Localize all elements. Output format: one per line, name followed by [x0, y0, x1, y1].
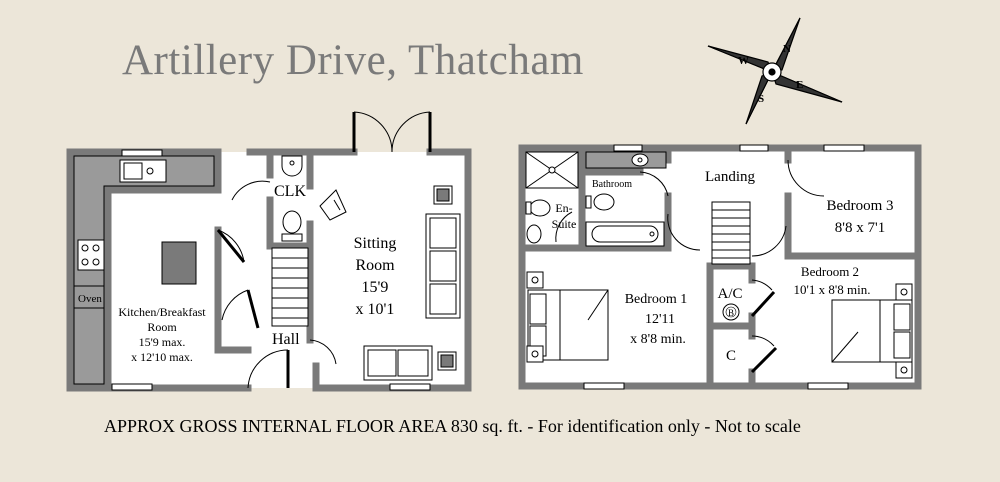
kitchen-name-line2: Room	[147, 320, 177, 334]
sitting-name-line2: Room	[355, 257, 395, 274]
bathroom-basin-icon	[631, 153, 649, 167]
landing-label: Landing	[705, 169, 755, 185]
property-title: Artillery Drive, Thatcham	[122, 37, 584, 84]
clk-basin-icon	[281, 155, 303, 177]
kitchen-sink-icon	[119, 159, 167, 183]
bedroom2-dim: 10'1 x 8'8 min.	[794, 282, 871, 297]
hall-label: Hall	[272, 331, 300, 348]
bedroom1-dim-line1: 12'11	[645, 312, 675, 327]
bedroom1-bedside-tables	[526, 271, 544, 363]
airing-cupboard-label: A/C	[717, 286, 742, 302]
floor-area-note: APPROX GROSS INTERNAL FLOOR AREA 830 sq.…	[104, 416, 801, 436]
bedroom3-name: Bedroom 3	[826, 198, 893, 214]
bedroom2-bed-icon	[831, 299, 913, 363]
kitchen-island	[161, 241, 197, 285]
kitchen-dim-line2: x 12'10 max.	[131, 350, 193, 364]
ensuite-label-line1: En-	[555, 201, 572, 215]
ground-floor: Oven CLK	[66, 111, 472, 392]
kitchen-dim-line1: 15'9 max.	[139, 335, 186, 349]
kitchen-name-line1: Kitchen/Breakfast	[118, 305, 206, 319]
shower-icon	[525, 151, 579, 189]
bathroom-wc-icon	[585, 193, 615, 211]
bedroom1-name: Bedroom 1	[625, 292, 688, 307]
sofa-bottom	[363, 345, 433, 381]
clk-wc-icon	[281, 210, 303, 242]
bathroom-label: Bathroom	[592, 179, 632, 190]
side-tables	[433, 185, 457, 371]
clk-label: CLK	[274, 183, 306, 200]
bedroom2-bedside-tables	[895, 283, 913, 379]
oven-label: Oven	[78, 293, 102, 305]
cupboard-label: C	[726, 348, 736, 364]
boiler-label: B	[728, 308, 734, 318]
bedroom3-dim: 8'8 x 7'1	[835, 220, 885, 236]
ground-stairs	[271, 247, 309, 327]
bedroom1-dim-line2: x 8'8 min.	[630, 332, 686, 347]
compass-e-label: E	[796, 79, 803, 91]
sitting-dim-line1: 15'9	[362, 279, 389, 296]
bedroom2-name: Bedroom 2	[801, 264, 859, 279]
sitting-name-line1: Sitting	[354, 235, 397, 252]
first-floor: B	[518, 144, 922, 390]
lamp-icon	[319, 189, 347, 221]
ensuite-wc-icon	[525, 199, 551, 244]
boiler-icon	[722, 303, 740, 321]
compass-rose-icon: N E S W	[707, 17, 843, 125]
sitting-dim-line2: x 10'1	[356, 301, 395, 318]
compass-n-label: N	[783, 43, 791, 55]
sofa-right	[425, 213, 461, 319]
hob-icon	[77, 239, 105, 271]
ensuite-label-line2: Suite	[552, 217, 577, 231]
compass-s-label: S	[758, 93, 764, 105]
first-floor-stairs	[711, 201, 751, 265]
compass-w-label: W	[738, 55, 749, 67]
bath-icon	[585, 221, 665, 247]
